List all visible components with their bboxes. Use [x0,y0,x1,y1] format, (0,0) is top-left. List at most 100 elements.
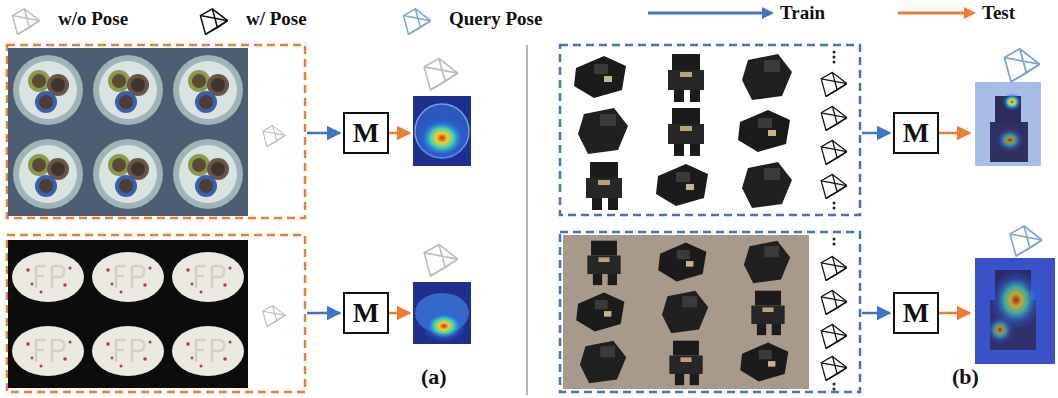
legend-label: Train [780,2,825,24]
illustration-shape [821,256,847,280]
illustration-shape [821,324,847,348]
illustration-shape [1004,49,1039,82]
illustration-shape [8,314,88,388]
illustration-shape [560,45,860,215]
illustration-shape [263,126,285,147]
model-label: M [903,119,929,147]
illustration-shape [389,132,410,135]
legend-label: w/ Pose [246,8,307,30]
illustration-shape [833,61,836,64]
illustration-shape [742,54,792,100]
illustration-shape [586,162,622,210]
illustration-shape [88,48,168,132]
illustration-shape [1002,93,1022,111]
illustration-shape [833,56,836,59]
illustration-shape [658,243,706,282]
illustration-shape [751,291,784,335]
panel-label: (b) [952,364,979,390]
illustration-shape [560,232,860,392]
camera-icon [192,2,236,36]
panel-label: (a) [421,364,447,390]
illustration-shape [740,343,788,382]
illustration-shape [833,202,836,205]
model-box: M [893,112,939,154]
arrow-sample [648,5,774,21]
illustration-shape [939,312,970,315]
model-label: M [353,299,379,327]
illustration-shape [168,240,248,314]
camera-icon [4,2,48,36]
illustration-shape [563,235,809,389]
legend-entry: w/ Pose [192,2,307,36]
illustration-shape [413,96,471,166]
illustration-shape [744,241,790,284]
illustration-shape [168,132,248,216]
illustration-shape [168,314,248,388]
illustration-shape [574,56,626,98]
illustration-shape [939,132,970,135]
illustration-shape [8,132,88,216]
legend-label: Query Pose [449,8,542,30]
illustration-shape [990,122,1028,162]
illustration-shape [8,240,88,314]
illustration-shape [416,116,468,160]
illustration-shape [422,310,466,342]
illustration-shape [168,48,248,132]
model-label: M [353,119,379,147]
illustration-shape [975,258,1055,364]
illustration-shape [738,110,790,152]
illustration-shape [821,140,847,164]
illustration-shape [668,54,704,102]
illustration-shape [88,132,168,216]
model-box: M [343,292,389,334]
illustration-shape [563,48,809,212]
illustration-shape [821,106,847,130]
illustration-shape [8,48,88,132]
illustration-shape [669,341,702,385]
illustration-shape [587,241,620,285]
illustration-shape [576,293,624,332]
illustration-shape [821,72,847,96]
illustration-shape [88,240,168,314]
illustration-shape [526,45,528,395]
model-label: M [903,299,929,327]
illustration-shape [833,388,836,391]
illustration-shape [862,312,890,315]
model-box: M [343,112,389,154]
illustration-shape [424,244,458,276]
illustration-shape [656,164,708,206]
illustration-shape [833,243,836,246]
illustration-shape [975,82,1041,166]
illustration-shape [821,356,847,380]
illustration-shape [413,282,471,344]
legend-entry: Train [648,2,825,24]
illustration-shape [580,341,626,384]
legend-entry: w/o Pose [4,2,128,36]
illustration-shape [821,174,847,198]
legend-entry: Query Pose [395,2,542,36]
legend-label: w/o Pose [58,8,128,30]
illustration-shape [662,291,708,334]
illustration-shape [833,51,836,54]
legend-entry: Test [898,2,1015,24]
illustration-shape [833,383,836,386]
illustration-shape [862,132,890,135]
illustration-shape [389,312,410,315]
illustration-shape [821,290,847,314]
camera-icon [395,2,439,36]
illustration-shape [307,132,340,135]
illustration-shape [7,45,305,218]
illustration-shape [578,108,628,154]
illustration-shape [742,162,792,208]
illustration-shape [986,316,1014,344]
illustration-shape [668,108,704,156]
illustration-shape [263,306,285,327]
illustration-shape [1010,226,1042,256]
illustration-shape [833,207,836,210]
legend-label: Test [982,2,1015,24]
illustration-shape [996,128,1024,152]
illustration-shape [833,238,836,241]
model-box: M [893,292,939,334]
